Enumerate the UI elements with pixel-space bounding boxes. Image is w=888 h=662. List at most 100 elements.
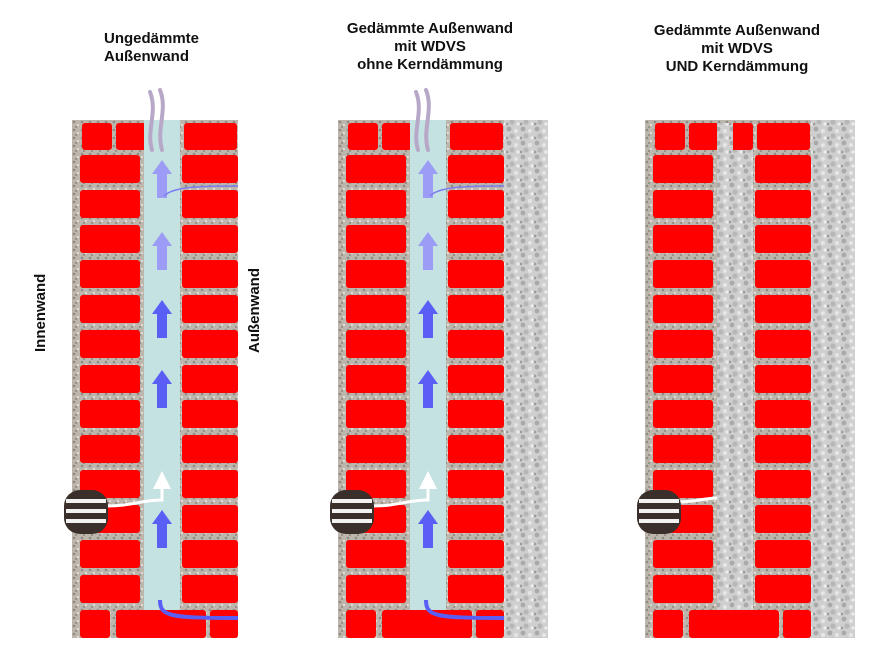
brick	[346, 400, 406, 428]
brick	[653, 225, 713, 253]
brick	[346, 365, 406, 393]
brick	[653, 575, 713, 603]
pipe-icon	[637, 490, 681, 534]
brick	[448, 260, 504, 288]
arrow-shape	[418, 160, 438, 198]
core-insulation-top	[717, 123, 733, 150]
smoke-plume-icon	[414, 88, 431, 152]
smoke-stroke	[414, 90, 421, 152]
brick	[116, 123, 146, 150]
brick	[346, 610, 376, 638]
brick	[346, 225, 406, 253]
brick	[653, 295, 713, 323]
brick	[653, 190, 713, 218]
brick	[80, 575, 140, 603]
brick	[182, 295, 238, 323]
brick	[182, 330, 238, 358]
brick	[182, 470, 238, 498]
smoke-stroke	[158, 88, 165, 152]
brick	[182, 155, 238, 183]
brick	[80, 540, 140, 568]
brick	[209, 123, 237, 150]
brick	[346, 575, 406, 603]
brick	[755, 260, 811, 288]
brick	[755, 295, 811, 323]
brick	[182, 435, 238, 463]
brick	[80, 400, 140, 428]
brick	[184, 123, 214, 150]
brick	[182, 575, 238, 603]
brick	[182, 365, 238, 393]
brick	[80, 365, 140, 393]
brick	[448, 435, 504, 463]
brick	[757, 123, 787, 150]
brick	[80, 435, 140, 463]
pipe-ring	[66, 499, 106, 503]
smoke-plume-icon	[148, 88, 165, 152]
brick	[755, 435, 811, 463]
arrow-shape	[418, 300, 438, 338]
brick	[689, 610, 779, 638]
core-insulation	[717, 150, 753, 626]
upward-airflow-arrow-icon	[418, 510, 438, 548]
inflow-line	[158, 599, 239, 620]
brick	[80, 190, 140, 218]
panel-2-title: Gedämmte Außenwand mit WDVS ohne Kerndäm…	[346, 20, 514, 73]
wall-panel-3	[637, 120, 855, 638]
arrow-shape	[152, 160, 172, 198]
upward-airflow-arrow-icon	[152, 232, 172, 270]
arrow-shape	[152, 510, 172, 548]
pipe-ring	[66, 519, 106, 523]
upward-airflow-arrow-icon	[152, 370, 172, 408]
brick	[182, 540, 238, 568]
pipe-ring	[639, 509, 679, 513]
pipe-ring	[332, 509, 372, 513]
wall-panel-1	[64, 88, 239, 638]
brick	[80, 155, 140, 183]
brick	[448, 330, 504, 358]
arrow-shape	[418, 370, 438, 408]
brick	[182, 260, 238, 288]
brick	[783, 610, 811, 638]
arrow-shape	[152, 232, 172, 270]
panel-3-title: Gedämmte Außenwand mit WDVS UND Kerndämm…	[653, 22, 821, 75]
panel-1-title: Ungedämmte Außenwand	[104, 30, 200, 65]
pipe-ring	[639, 499, 679, 503]
upward-airflow-arrow-icon	[152, 300, 172, 338]
brick	[182, 225, 238, 253]
brick	[755, 190, 811, 218]
brick	[755, 225, 811, 253]
upward-airflow-arrow-icon	[152, 510, 172, 548]
brick	[448, 400, 504, 428]
inflow-line	[424, 599, 505, 620]
brick	[182, 505, 238, 533]
brick	[348, 123, 378, 150]
brick	[382, 123, 412, 150]
brick	[346, 295, 406, 323]
smoke-stroke	[424, 88, 431, 152]
brick	[80, 260, 140, 288]
brick	[382, 610, 472, 638]
brick	[448, 470, 504, 498]
brick	[475, 123, 503, 150]
pipe-ring	[332, 519, 372, 523]
brick	[653, 610, 683, 638]
warm-air-path	[105, 471, 171, 508]
brick	[653, 365, 713, 393]
brick	[80, 330, 140, 358]
wdvs-insulation	[811, 120, 855, 638]
air-line	[429, 185, 505, 197]
brick	[653, 155, 713, 183]
arrow-shape	[418, 232, 438, 270]
brick	[653, 260, 713, 288]
brick	[182, 190, 238, 218]
brick	[755, 575, 811, 603]
brick	[346, 540, 406, 568]
smoke-stroke	[148, 90, 155, 152]
brick	[80, 225, 140, 253]
brick	[755, 330, 811, 358]
arrow-shape	[152, 300, 172, 338]
arrow-shape	[418, 510, 438, 548]
air-line	[163, 185, 239, 197]
